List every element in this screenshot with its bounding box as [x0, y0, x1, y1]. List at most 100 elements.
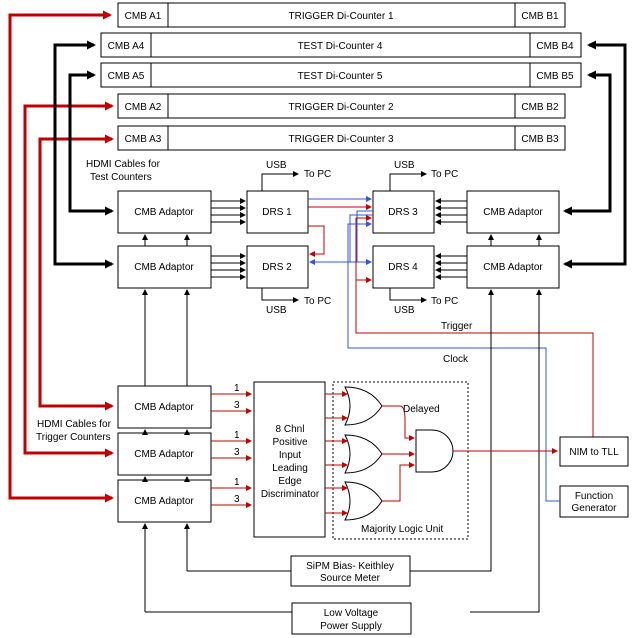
- or-gate-1: [344, 386, 383, 426]
- cmb-adaptor-trigger-1: CMB Adaptor: [117, 385, 212, 429]
- svg-text:Leading: Leading: [272, 463, 308, 474]
- counter-1: CMB A1 TRIGGER Di-Counter 1 CMB B1: [117, 2, 566, 28]
- svg-text:Source Meter: Source Meter: [320, 573, 381, 584]
- svg-text:8 Chnl: 8 Chnl: [276, 424, 305, 435]
- svg-text:3: 3: [234, 494, 240, 505]
- svg-text:CMB Adaptor: CMB Adaptor: [134, 496, 194, 507]
- svg-text:CMB Adaptor: CMB Adaptor: [134, 449, 194, 460]
- counter-1-name: TRIGGER Di-Counter 1: [288, 11, 393, 22]
- counter-5-name: TEST Di-Counter 5: [298, 71, 383, 82]
- counter-3-b-label: CMB B3: [521, 134, 559, 145]
- counter-5: CMB A5 TEST Di-Counter 5 CMB B5: [100, 62, 582, 88]
- svg-text:Function: Function: [575, 491, 613, 502]
- or-gate-2: [344, 434, 383, 474]
- hdmi-trigger-label-2: Trigger Counters: [36, 432, 111, 443]
- hdmi-test-label-1: HDMI Cables for: [86, 159, 161, 170]
- cmb-adaptor-left-1: CMB Adaptor: [117, 190, 212, 234]
- svg-text:Low Voltage: Low Voltage: [324, 608, 379, 619]
- fg-clock-link: [545, 486, 560, 502]
- usb-drs1: USB To PC: [261, 160, 331, 191]
- low-voltage-power-supply: Low Voltage Power Supply: [291, 602, 412, 635]
- cmb-adaptor-right-2: CMB Adaptor: [466, 245, 560, 289]
- cable-a5: [68, 73, 114, 216]
- svg-text:USB: USB: [266, 305, 287, 316]
- drs1-drs2-red: [308, 225, 325, 257]
- clock-label: Clock: [443, 354, 469, 365]
- counter-3: CMB A3 TRIGGER Di-Counter 3 CMB B3: [117, 125, 566, 151]
- counter-5-b-label: CMB B5: [536, 71, 574, 82]
- bus-lines: [211, 198, 467, 280]
- svg-text:SiPM Bias- Keithley: SiPM Bias- Keithley: [306, 561, 394, 572]
- svg-text:To PC: To PC: [431, 169, 458, 180]
- svg-text:NIM to TLL: NIM to TLL: [569, 447, 619, 458]
- svg-text:CMB Adaptor: CMB Adaptor: [134, 262, 194, 273]
- svg-text:1: 1: [234, 383, 240, 394]
- cmb-adaptor-left-2: CMB Adaptor: [117, 245, 212, 289]
- trigger-line: [355, 277, 594, 438]
- counter-2-b-label: CMB B2: [521, 102, 559, 113]
- nim-to-tll: NIM to TLL: [559, 436, 629, 467]
- svg-text:To PC: To PC: [304, 296, 331, 307]
- counter-4: CMB A4 TEST Di-Counter 4 CMB B4: [100, 32, 582, 58]
- counter-2-a-label: CMB A2: [125, 102, 162, 113]
- svg-text:To PC: To PC: [431, 296, 458, 307]
- hdmi-trigger-label-1: HDMI Cables for: [37, 419, 112, 430]
- or-gate-3: [344, 481, 383, 521]
- svg-text:CMB Adaptor: CMB Adaptor: [134, 402, 194, 413]
- svg-text:CMB Adaptor: CMB Adaptor: [134, 207, 194, 218]
- and-gate: [415, 429, 454, 473]
- cable-b5: [563, 73, 612, 216]
- adaptor-to-disc-lines: 1 3 1 3 1 3: [211, 383, 252, 508]
- drs-2: DRS 2: [246, 245, 309, 289]
- hdmi-test-label-2: Test Counters: [90, 172, 152, 183]
- discriminator: 8 Chnl Positive Input Leading Edge Discr…: [253, 381, 326, 538]
- counter-2-name: TRIGGER Di-Counter 2: [288, 102, 393, 113]
- drs-4: DRS 4: [372, 245, 435, 289]
- usb-drs4: USB To PC: [389, 288, 458, 316]
- svg-text:Edge: Edge: [278, 476, 302, 487]
- svg-text:3: 3: [234, 447, 240, 458]
- svg-text:Generator: Generator: [571, 503, 617, 514]
- drs-3: DRS 3: [372, 190, 435, 234]
- svg-text:Discriminator: Discriminator: [261, 489, 320, 500]
- trigger-label: Trigger: [441, 321, 473, 332]
- drs3-blue-down: [356, 210, 373, 246]
- counter-4-name: TEST Di-Counter 4: [298, 41, 383, 52]
- svg-text:Positive: Positive: [272, 437, 307, 448]
- sipm-bias-source-meter: SiPM Bias- Keithley Source Meter: [290, 555, 411, 587]
- svg-text:Input: Input: [279, 450, 301, 461]
- counter-3-name: TRIGGER Di-Counter 3: [288, 134, 393, 145]
- svg-text:Power Supply: Power Supply: [320, 621, 382, 632]
- drs-1: DRS 1: [246, 190, 309, 234]
- svg-text:DRS 2: DRS 2: [262, 262, 292, 273]
- svg-text:DRS 4: DRS 4: [388, 262, 418, 273]
- counter-3-a-label: CMB A3: [125, 134, 162, 145]
- drs-clock-to-drs4: [349, 214, 373, 265]
- svg-text:USB: USB: [266, 160, 287, 171]
- svg-text:CMB Adaptor: CMB Adaptor: [483, 262, 543, 273]
- counter-2: CMB A2 TRIGGER Di-Counter 2 CMB B2: [117, 93, 566, 119]
- counter-4-b-label: CMB B4: [536, 41, 574, 52]
- majority-logic-unit: Majority Logic Unit Delayed: [325, 381, 469, 540]
- counter-5-a-label: CMB A5: [108, 71, 145, 82]
- power-lines-left: [142, 234, 190, 612]
- cmb-adaptor-right-1: CMB Adaptor: [466, 190, 560, 234]
- usb-drs3: USB To PC: [389, 160, 458, 191]
- trigger-line-drs3: [355, 215, 372, 280]
- cmb-adaptor-trigger-3: CMB Adaptor: [117, 479, 212, 523]
- cmb-adaptor-trigger-2: CMB Adaptor: [117, 432, 212, 476]
- counter-4-a-label: CMB A4: [108, 41, 145, 52]
- delayed-label: Delayed: [403, 404, 440, 415]
- svg-text:DRS 3: DRS 3: [388, 207, 418, 218]
- function-generator: Function Generator: [559, 485, 629, 518]
- clock-line: [347, 221, 547, 486]
- svg-text:3: 3: [234, 400, 240, 411]
- svg-text:DRS 1: DRS 1: [262, 207, 292, 218]
- svg-text:CMB Adaptor: CMB Adaptor: [483, 207, 543, 218]
- counter-1-b-label: CMB B1: [521, 11, 559, 22]
- usb-drs2: USB To PC: [261, 288, 331, 316]
- svg-text:USB: USB: [394, 305, 415, 316]
- svg-text:Majority Logic Unit: Majority Logic Unit: [361, 524, 443, 535]
- svg-text:1: 1: [234, 477, 240, 488]
